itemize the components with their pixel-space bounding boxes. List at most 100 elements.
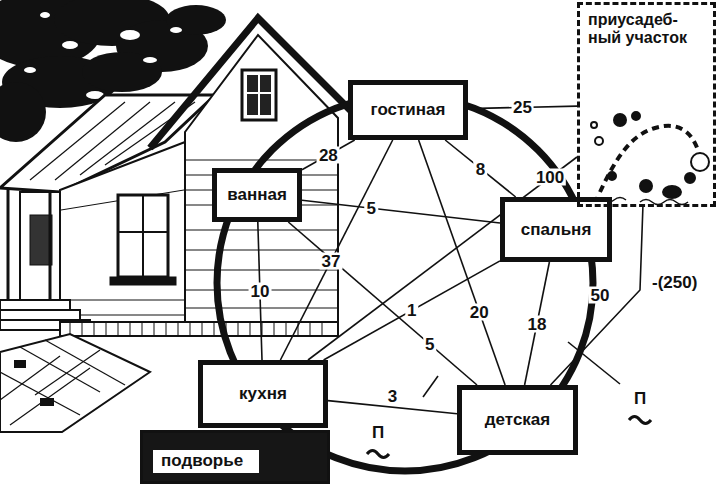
yard-box: подворье	[140, 430, 330, 484]
distance-number: 5	[423, 336, 436, 353]
distance-number: 20	[468, 303, 491, 320]
plot-decoration	[640, 180, 652, 192]
connector-line	[445, 140, 516, 197]
room-name: подворье	[153, 450, 259, 473]
leader-line	[423, 376, 438, 397]
house	[258, 75, 260, 115]
room-box: кухня	[198, 360, 328, 428]
house	[150, 18, 354, 148]
distance-number: 25	[511, 99, 534, 116]
cost-note: -(250)	[650, 274, 699, 291]
distance-number: 28	[317, 146, 340, 163]
room-name: кухня	[239, 384, 287, 404]
garden-path	[0, 356, 60, 400]
house	[247, 75, 271, 115]
house	[7, 190, 10, 300]
house	[142, 322, 143, 336]
plot-decoration	[632, 112, 640, 120]
connector-line	[302, 140, 355, 170]
garden-path	[14, 360, 26, 368]
house	[247, 92, 271, 94]
distance-number: 8	[474, 160, 487, 177]
tilde-symbol	[367, 451, 389, 458]
garden-path	[0, 334, 150, 432]
house	[186, 250, 337, 251]
plot-area: приусадеб- ный участок	[577, 2, 716, 207]
garden-path	[0, 340, 125, 425]
distance-number: 3	[386, 388, 399, 405]
house	[61, 300, 184, 301]
house	[49, 192, 52, 300]
room-name: ванная	[227, 185, 287, 205]
house	[186, 270, 337, 271]
plot-decoration	[608, 172, 616, 180]
house	[118, 322, 119, 336]
house	[214, 322, 215, 336]
connector-line	[525, 262, 550, 385]
house	[118, 195, 168, 277]
garden-path	[0, 334, 150, 432]
house	[0, 310, 80, 320]
house	[186, 290, 337, 291]
distance-number: 37	[319, 253, 342, 270]
tree-highlights	[120, 30, 140, 40]
room-name: детская	[485, 410, 550, 430]
plot-decoration	[685, 173, 695, 183]
distance-number: 10	[248, 283, 271, 300]
house	[30, 102, 125, 180]
room-box: гостиная	[348, 80, 468, 140]
house	[110, 277, 176, 285]
connector-line	[328, 401, 457, 414]
room-box: ванная	[212, 168, 302, 222]
house	[190, 322, 191, 336]
distance-number: 18	[526, 315, 549, 332]
tree	[82, 52, 162, 92]
tree-highlights	[24, 67, 36, 73]
distance-number: 100	[534, 169, 566, 186]
house	[70, 322, 322, 336]
connector-line	[302, 200, 500, 223]
house	[118, 231, 168, 233]
garden-path	[0, 372, 80, 415]
house	[322, 322, 323, 336]
house	[142, 195, 144, 277]
plot-decoration	[590, 112, 709, 205]
symbol-letter: П	[632, 390, 648, 407]
house	[238, 322, 239, 336]
tree-highlights	[62, 41, 78, 49]
house	[242, 70, 276, 120]
house	[82, 322, 83, 336]
garden-path	[10, 368, 90, 425]
house	[186, 230, 337, 231]
room-name: гостиная	[371, 100, 446, 120]
house	[61, 190, 184, 315]
garden-path	[45, 340, 125, 385]
house	[274, 322, 275, 336]
room-box: детская	[457, 385, 578, 455]
garden-path	[40, 398, 54, 406]
house	[186, 308, 337, 309]
house	[286, 322, 287, 336]
house	[250, 322, 251, 336]
distance-number: 5	[365, 200, 378, 217]
house	[310, 322, 311, 336]
room-name: спальня	[521, 220, 592, 240]
room-name: приусадеб- ный участок	[588, 11, 705, 48]
plot-decoration	[691, 153, 709, 171]
connector-line	[468, 106, 577, 109]
leader-line	[568, 342, 620, 384]
house	[0, 18, 354, 336]
tree-highlights	[170, 27, 182, 33]
house	[154, 322, 155, 336]
tree	[0, 82, 46, 142]
plot-decoration	[614, 114, 626, 126]
house	[178, 322, 179, 336]
house	[94, 322, 95, 336]
connector-line	[258, 222, 262, 360]
tilde-symbol	[629, 417, 651, 424]
house	[166, 322, 167, 336]
connector-line	[419, 140, 506, 385]
house	[202, 322, 203, 336]
